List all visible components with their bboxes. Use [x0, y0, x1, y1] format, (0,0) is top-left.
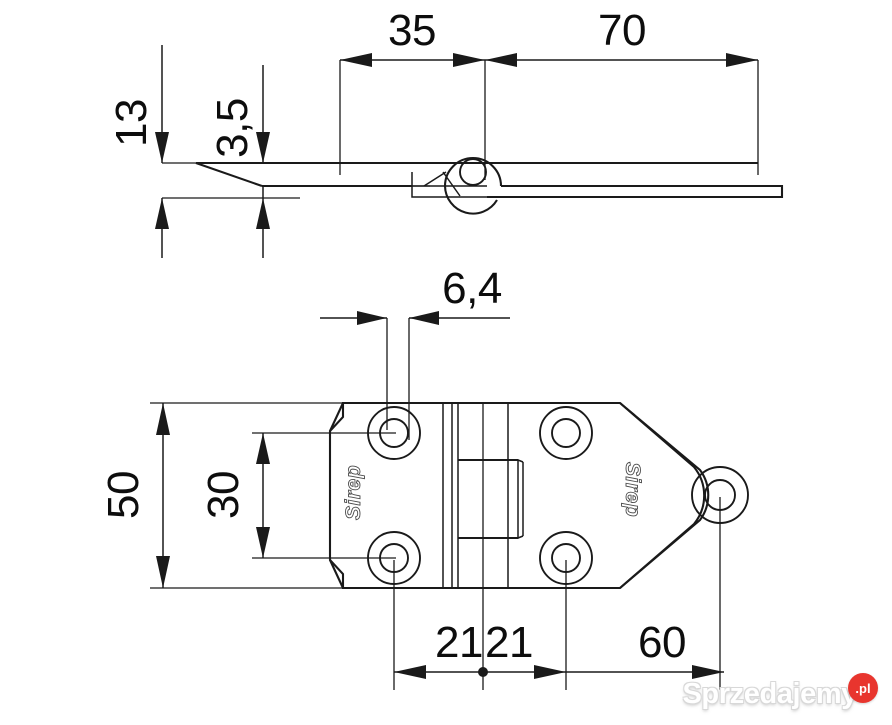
arrow-6-4-right	[409, 311, 439, 325]
knuckle-middle-bottom-join	[517, 535, 524, 539]
dim-origin-dot	[478, 667, 488, 677]
dim-21-left-label: 21	[435, 618, 483, 667]
dim-35-label: 35	[388, 6, 436, 55]
dim-60-label: 60	[638, 618, 686, 667]
knuckle-middle-top-join	[517, 459, 524, 463]
side-knuckle-lower-arc	[443, 185, 498, 215]
arrow-50-top	[156, 403, 170, 435]
arrow-3-5-bottom	[256, 198, 270, 229]
knuckle-middle-segment	[458, 459, 519, 539]
dim-70-label: 70	[598, 6, 646, 55]
arrow-21-right	[534, 665, 566, 679]
side-top-leaf-left-taper	[195, 162, 263, 187]
side-knuckle-outer-arc	[443, 156, 503, 187]
arrow-60-right	[692, 665, 724, 679]
arrow-70-left	[485, 53, 517, 67]
arrow-13-top	[155, 132, 169, 163]
arrow-21-left	[394, 665, 426, 679]
plate-chamfer-bottom-left	[329, 559, 344, 589]
plate-chamfer-top-left	[329, 402, 344, 432]
side-leaf-to-knuckle-taper	[423, 171, 447, 187]
arrow-13-bottom	[155, 198, 169, 229]
hole-upper-right-outer	[539, 406, 593, 460]
side-step-block	[411, 172, 487, 198]
side-elevation-view: 13 3,5 35 70	[107, 6, 784, 258]
hole-group	[367, 406, 749, 585]
side-bottom-leaf	[487, 184, 784, 199]
arrow-3-5-top	[256, 132, 270, 163]
side-knuckle-joint-line	[442, 171, 461, 197]
dim-50-label: 50	[99, 471, 148, 519]
dim-6-4-label: 6,4	[442, 264, 502, 313]
arrow-30-bottom	[256, 527, 270, 558]
arrow-30-top	[256, 433, 270, 464]
dim-13-label: 13	[107, 99, 156, 147]
dim-3-5-label: 3,5	[208, 98, 257, 158]
brand-mark-left: Sirep	[342, 465, 365, 520]
dim-21-right-label: 21	[485, 618, 533, 667]
plan-view: Sirep Sirep 6,4 50 30	[99, 264, 749, 690]
arrow-50-bottom	[156, 556, 170, 588]
brand-mark-right: Sirep	[621, 462, 644, 517]
dim-30-label: 30	[199, 471, 248, 519]
arrow-70-right	[726, 53, 758, 67]
arrow-35-right	[453, 53, 485, 67]
arrow-6-4-left	[357, 311, 387, 325]
hole-upper-right-inner	[551, 418, 581, 448]
side-pin-hole	[459, 158, 487, 186]
plate-outline	[328, 401, 710, 590]
arrow-35-left	[340, 53, 372, 67]
